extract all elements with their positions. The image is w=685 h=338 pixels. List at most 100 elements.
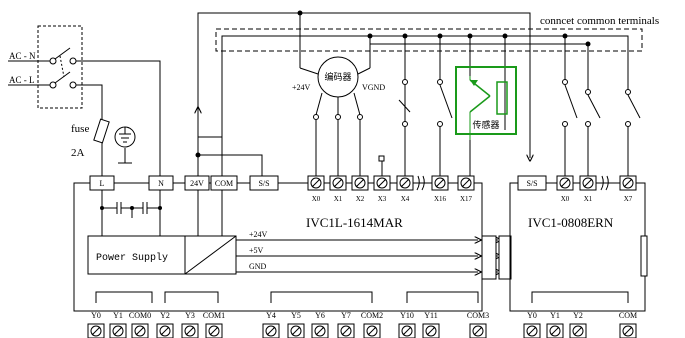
output-label-y1: Y1: [113, 311, 123, 320]
output-screw-com0: [131, 323, 149, 338]
output-label-y4: Y4: [266, 311, 276, 320]
sensor: [455, 66, 517, 176]
output-label-com1: COM1: [203, 311, 225, 320]
ac-l-label: AC - L: [9, 75, 35, 85]
encoder-label: 编码器: [324, 71, 351, 83]
ext-output-screw-y1: [546, 323, 564, 338]
output-screw-y0: [87, 323, 105, 338]
ext-unit-model: IVC1-0808ERN: [528, 215, 614, 230]
rail-junctions: [367, 33, 591, 47]
ext-input-screw-x0: [556, 175, 574, 191]
main-unit-model: IVC1L-1614MAR: [306, 215, 403, 230]
sensor-label: 传感器: [472, 119, 499, 131]
input-screw-x1: [329, 175, 347, 191]
input-screw-x2: [351, 175, 369, 191]
ext-output-screws: [523, 323, 637, 338]
output-screw-com2: [363, 323, 381, 338]
fuse-rating: 2A: [71, 147, 85, 159]
output-screw-y7: [337, 323, 355, 338]
ext-output-label-y0: Y0: [527, 311, 537, 320]
ground-icon: [114, 126, 136, 148]
input-screw-x0: [307, 175, 325, 191]
input-label-x17: X17: [460, 195, 473, 203]
terminal-break-mark: [416, 175, 425, 191]
main-top-terminals: [89, 175, 279, 191]
ext-output-screw-y2: [569, 323, 587, 338]
main-input-screws: [307, 175, 475, 191]
common-terminals-box: [215, 28, 643, 52]
output-screw-y10: [398, 323, 416, 338]
output-label-y6: Y6: [315, 311, 325, 320]
output-label-y0: Y0: [91, 311, 101, 320]
output-label-y7: Y7: [341, 311, 351, 320]
output-label-y5: Y5: [291, 311, 301, 320]
rail-gnd: GND: [249, 262, 267, 271]
output-label-com3: COM3: [467, 311, 489, 320]
input-label-x0: X0: [312, 195, 321, 203]
input-screw-x16: [431, 175, 449, 191]
common-terminals-label: conncet common terminals: [540, 15, 659, 27]
power-supply-label: Power Supply: [96, 252, 168, 264]
x3-probe: [378, 155, 385, 162]
ext-output-screw-y0: [523, 323, 541, 338]
encoder: [299, 56, 371, 176]
output-screw-com1: [205, 323, 223, 338]
input-label-x2: X2: [356, 195, 365, 203]
ext-output-labels: Y0 Y1 Y2 COM: [527, 311, 637, 320]
output-label-y11: Y11: [424, 311, 437, 320]
output-screw-y11: [422, 323, 440, 338]
power-rails: [236, 239, 470, 273]
ext-output-label-y2: Y2: [573, 311, 583, 320]
ext-input-x0: X0: [561, 195, 570, 203]
top-bus: [197, 12, 531, 176]
output-label-y10: Y10: [400, 311, 414, 320]
output-label-com2: COM2: [361, 311, 383, 320]
common-rails: [221, 13, 629, 137]
output-label-y2: Y2: [160, 311, 170, 320]
encoder-vgnd: VGND: [362, 83, 385, 92]
filter-capacitors: [101, 190, 161, 236]
fuse-symbol: [93, 118, 110, 144]
input-label-x1: X1: [334, 195, 343, 203]
terminal-24v: 24V: [190, 179, 204, 188]
main-output-brackets: [95, 291, 479, 303]
ext-input-x7: X7: [624, 195, 633, 203]
encoder-plus24v: +24V: [292, 83, 311, 92]
ac-n-label: AC - N: [9, 51, 36, 61]
ext-input-screw-x7: [619, 175, 637, 191]
input-screw-x17: [457, 175, 475, 191]
ext-output-label-y1: Y1: [550, 311, 560, 320]
input-label-x16: X16: [434, 195, 447, 203]
input-screw-x3: [373, 175, 391, 191]
output-screw-y1: [109, 323, 127, 338]
input-switches: [398, 79, 641, 176]
bus-connector-main: [481, 235, 497, 280]
output-screw-com3: [469, 323, 487, 338]
fuse-label: fuse: [71, 123, 89, 135]
terminal-l: L: [100, 179, 105, 188]
ext-output-screw-com: [619, 323, 637, 338]
input-label-x3: X3: [378, 195, 387, 203]
terminal-n: N: [158, 179, 164, 188]
ext-output-label-com: COM: [619, 311, 637, 320]
input-label-x4: X4: [401, 195, 410, 203]
input-screw-x4: [396, 175, 414, 191]
output-label-y3: Y3: [185, 311, 195, 320]
output-screw-y6: [311, 323, 329, 338]
ext-terminal-ss: S/S: [526, 179, 537, 188]
main-output-labels: Y0 Y1 COM0 Y2 Y3 COM1 Y4 Y5 Y6 Y7 COM2 Y10 Y11 COM3: [91, 311, 489, 320]
rail-plus5v: +5V: [249, 246, 264, 255]
ac-wiring: [76, 60, 161, 176]
output-screw-y4: [262, 323, 280, 338]
terminal-com: COM: [215, 179, 233, 188]
ext-input-x1: X1: [584, 195, 593, 203]
rail-plus24v: +24V: [249, 230, 268, 239]
terminal-ss: S/S: [258, 179, 269, 188]
ac-switch-box: [8, 25, 83, 109]
ext-input-screws: [556, 175, 637, 191]
ext-input-screw-x1: [579, 175, 597, 191]
main-output-screws: [87, 323, 487, 338]
output-label-com0: COM0: [129, 311, 151, 320]
